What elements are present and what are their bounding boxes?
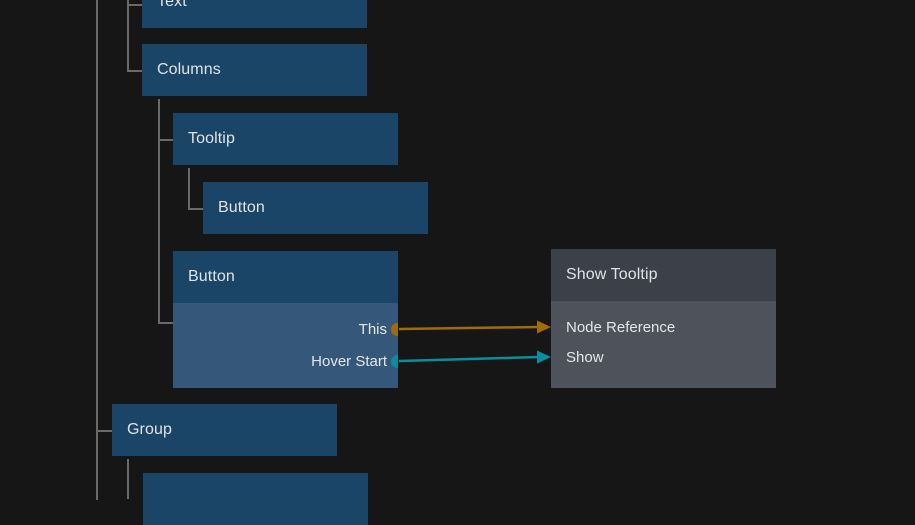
tree-connector-stub-columns: [127, 70, 142, 72]
tree-connector-root-stub-group: [96, 430, 112, 432]
port-label: This: [358, 320, 387, 338]
port-label: Node Reference: [566, 318, 676, 336]
wire-line: [398, 355, 540, 363]
output-port-hover-start[interactable]: Hover Start: [311, 350, 398, 372]
connection-this-to-node-reference[interactable]: [398, 320, 551, 334]
node-title-tooltip[interactable]: Tooltip: [173, 113, 398, 165]
node-title-button-main[interactable]: Button: [173, 251, 398, 303]
wire-arrowhead: [537, 320, 551, 334]
tree-connector-root-spine: [96, 0, 98, 500]
tree-connector-branch-text-columns: [127, 0, 129, 72]
tree-connector-branch-columns-kids: [158, 99, 160, 324]
node-title-text[interactable]: Text: [142, 0, 367, 28]
node-title-partial-bottom[interactable]: [143, 473, 368, 525]
wire-arrowhead: [537, 350, 551, 364]
tree-connector-stub-tooltip: [158, 139, 173, 141]
port-dot-hover-start[interactable]: [391, 355, 398, 368]
connection-hover-start-to-show[interactable]: [398, 350, 551, 364]
tree-connector-stub-text: [127, 4, 142, 6]
node-title-show-tooltip[interactable]: Show Tooltip: [551, 249, 776, 301]
wire-line: [398, 325, 540, 331]
input-port-node-reference[interactable]: Node Reference: [551, 316, 675, 338]
node-partial-bottom[interactable]: [143, 473, 368, 525]
node-tooltip[interactable]: Tooltip: [173, 113, 398, 165]
node-title-columns[interactable]: Columns: [142, 44, 367, 96]
node-title-group[interactable]: Group: [112, 404, 337, 456]
port-dot-this[interactable]: [391, 323, 398, 336]
node-group[interactable]: Group: [112, 404, 337, 456]
output-port-this[interactable]: This: [359, 318, 398, 340]
tree-connector-branch-group-kids: [127, 459, 129, 499]
node-text[interactable]: Text: [142, 0, 367, 28]
port-label: Hover Start: [311, 352, 387, 370]
port-label: Show: [566, 348, 604, 366]
node-title-button-inner[interactable]: Button: [203, 182, 428, 234]
tree-connector-branch-tooltip-kids: [188, 168, 190, 210]
tree-connector-stub-button-main: [158, 322, 173, 324]
node-button-inner[interactable]: Button: [203, 182, 428, 234]
node-columns[interactable]: Columns: [142, 44, 367, 96]
tree-connector-stub-button-inner: [188, 208, 203, 210]
input-port-show[interactable]: Show: [551, 346, 604, 368]
